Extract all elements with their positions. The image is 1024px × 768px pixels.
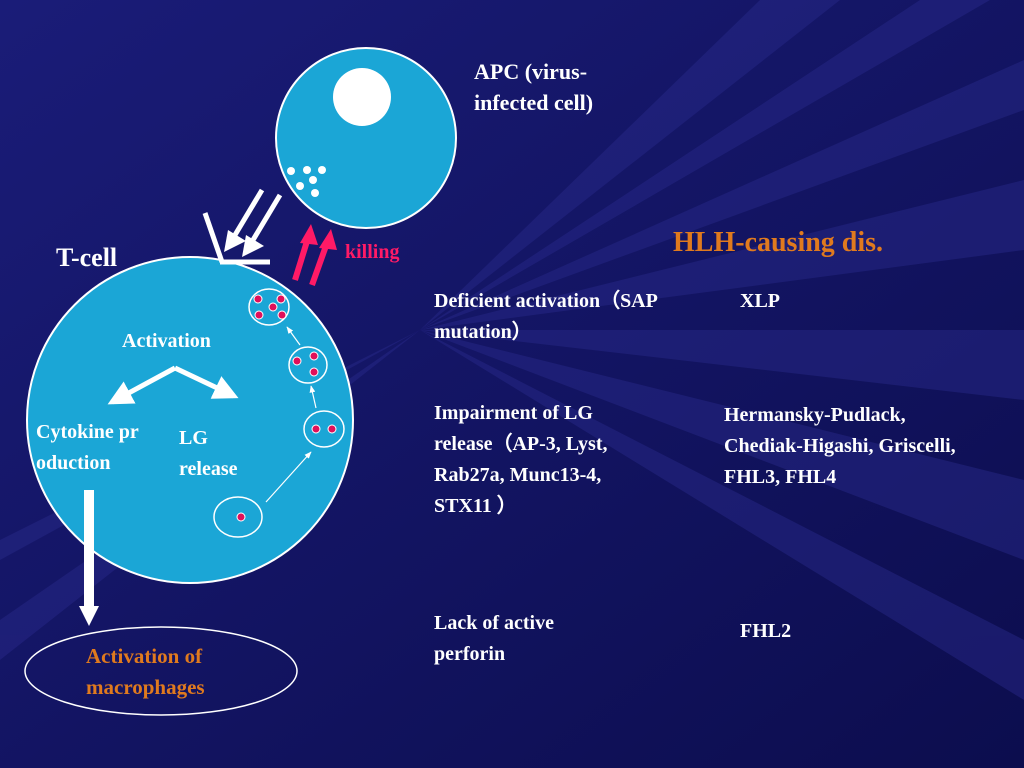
apc-nucleus	[333, 68, 391, 126]
macrophage-label: Activation of macrophages	[86, 644, 205, 699]
activation-label: Activation	[122, 330, 211, 352]
activation-split-arrow	[107, 365, 239, 405]
row-3-mechanism: Lack of active perforin	[434, 612, 554, 665]
row-2-disease: Hermansky-Pudlack, Chediak-Higashi, Gris…	[724, 404, 956, 488]
apc-label: APC (virus-infected cell)	[474, 59, 594, 115]
t-cell	[26, 256, 354, 584]
t-cell-receptor	[202, 212, 270, 265]
killing-label: killing	[345, 241, 400, 263]
row-1-disease: XLP	[740, 290, 780, 312]
killing-arrows	[292, 224, 337, 287]
granule-contents	[236, 294, 337, 522]
granule-vesicles	[213, 288, 345, 538]
row-2-mechanism: Impairment of LG release（AP-3, Lyst, Rab…	[434, 402, 628, 517]
antigen-presentation-arrows	[224, 188, 283, 257]
cytokine-down-arrow	[79, 490, 99, 626]
t-cell-label: T-cell	[56, 243, 118, 272]
cytokine-label: Cytokine production	[36, 421, 139, 474]
macrophage-ellipse	[24, 626, 298, 716]
apc-cell	[275, 47, 457, 229]
row-1-mechanism: Deficient activation（SAP mutation）	[434, 290, 657, 343]
viral-particles	[287, 166, 326, 197]
hlh-heading: HLH-causing dis.	[673, 227, 884, 258]
lg-release-label: LG release	[179, 427, 238, 480]
row-3-disease: FHL2	[740, 620, 792, 642]
